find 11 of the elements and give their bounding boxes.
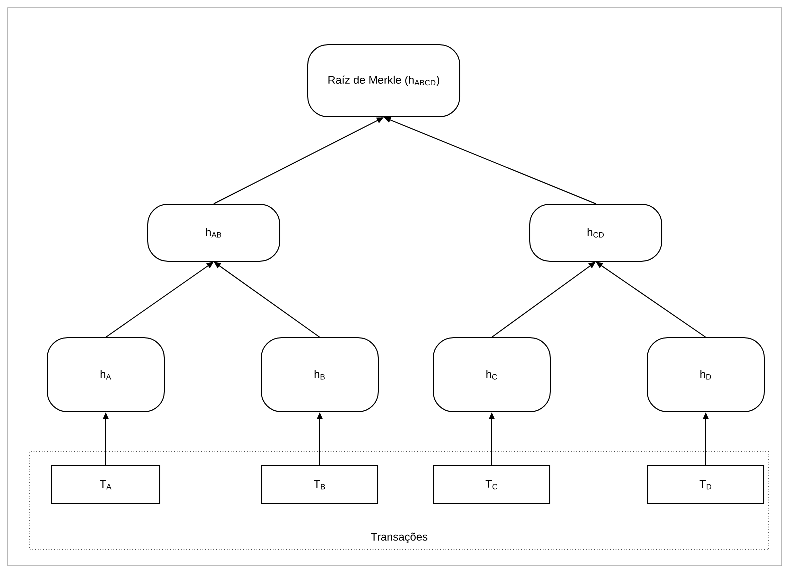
transaction-box: T$_{D}$	[648, 466, 764, 504]
transaction-box: T$_{A}$	[52, 466, 160, 504]
hash-node: h$_{A}$	[47, 338, 165, 412]
hash-node: h$_{C}$	[433, 338, 551, 412]
hash-node: h$_{CD}$	[530, 204, 662, 262]
hash-node: h$_{AB}$	[148, 204, 280, 262]
hash-node: h$_{D}$	[647, 338, 765, 412]
hash-node: Raíz de Merkle (h$_{ABCD}$)	[308, 44, 460, 118]
transaction-box: T$_{B}$	[262, 466, 378, 504]
hash-node: h$_{B}$	[261, 338, 379, 412]
transaction-box: T$_{C}$	[434, 466, 550, 504]
